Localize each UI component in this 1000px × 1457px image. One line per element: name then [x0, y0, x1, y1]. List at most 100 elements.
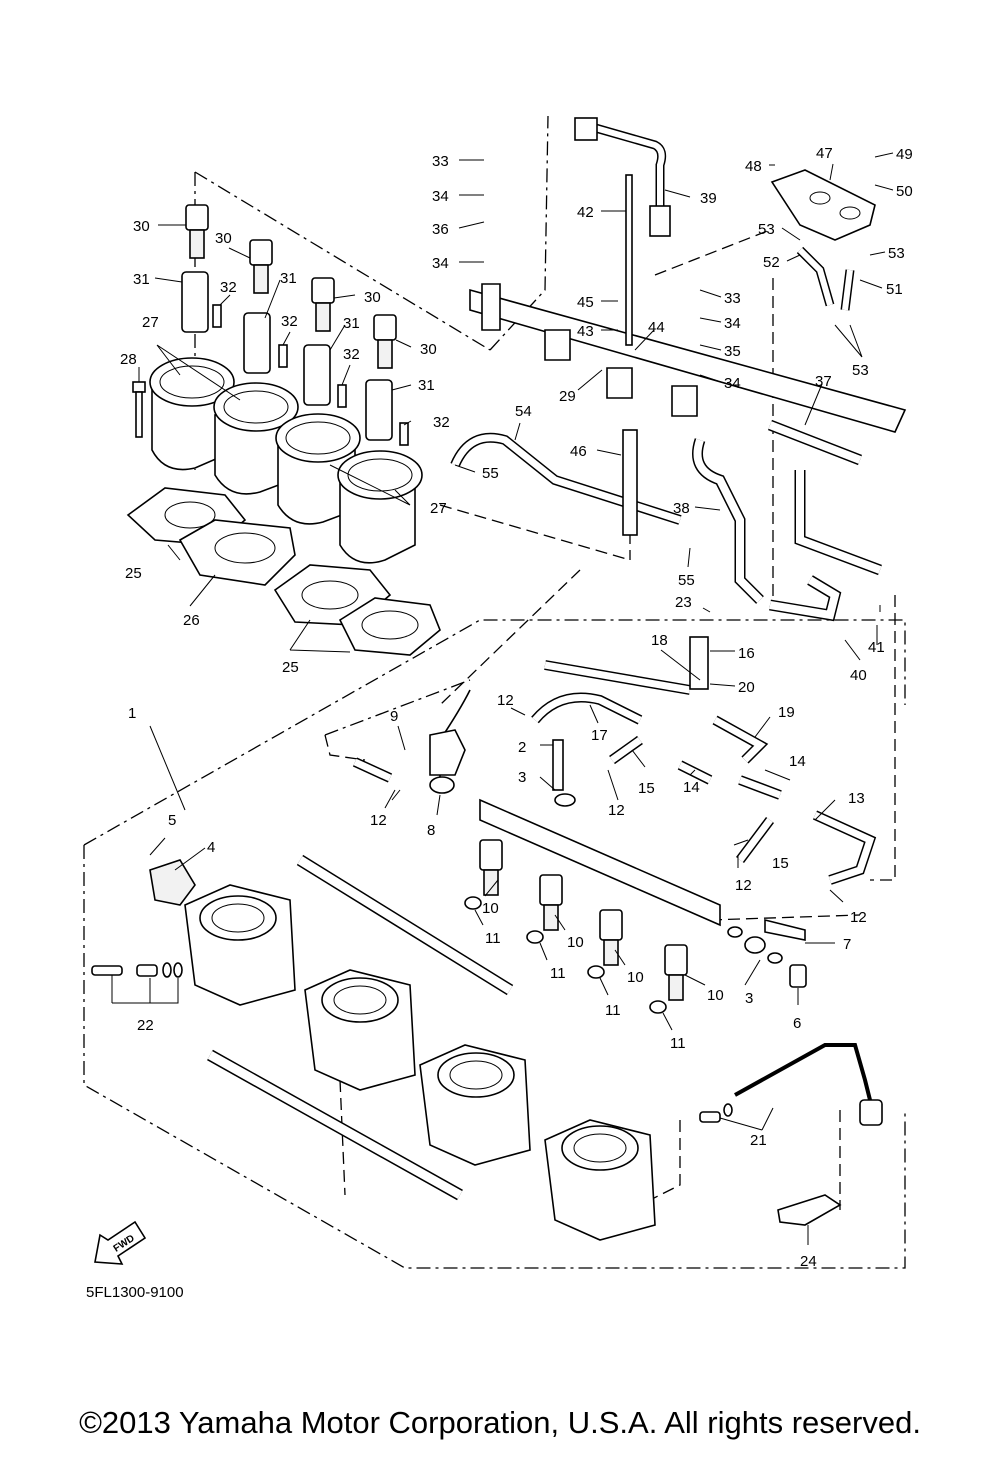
callout-10d: 10	[707, 987, 724, 1004]
screw-set-22	[91, 962, 183, 978]
callout-32a: 32	[220, 279, 237, 296]
callout-34b: 34	[432, 255, 449, 272]
callout-28: 28	[120, 351, 137, 368]
callout-31c: 31	[343, 315, 360, 332]
callout-55a: 55	[482, 465, 499, 482]
callout-40: 40	[850, 667, 867, 684]
callout-17: 17	[591, 727, 608, 744]
callout-49: 49	[896, 146, 913, 163]
callout-7: 7	[843, 936, 851, 953]
callout-46: 46	[570, 443, 587, 460]
callout-27b: 27	[430, 500, 447, 517]
callout-34d: 34	[724, 375, 741, 392]
callout-31b: 31	[280, 270, 297, 287]
callout-51: 51	[886, 281, 903, 298]
callout-29: 29	[559, 388, 576, 405]
callout-30b: 30	[215, 230, 232, 247]
callout-13: 13	[848, 790, 865, 807]
callout-34c: 34	[724, 315, 741, 332]
callout-30c: 30	[364, 289, 381, 306]
callout-18: 18	[651, 632, 668, 649]
callout-labels: 1 2 3 3 4 5 6 7 8 9 10 10 10 10 11 11 11…	[120, 145, 913, 1270]
callout-12a: 12	[497, 692, 514, 709]
callout-14a: 14	[683, 779, 700, 796]
callout-6: 6	[793, 1015, 801, 1032]
callout-26: 26	[183, 612, 200, 629]
callout-14b: 14	[789, 753, 806, 770]
callout-31a: 31	[133, 271, 150, 288]
callout-11b: 11	[550, 965, 566, 982]
throttle-bodies	[149, 854, 656, 1241]
intake-funnels	[149, 357, 423, 564]
callout-52: 52	[763, 254, 780, 271]
callout-44: 44	[648, 319, 665, 336]
callout-53a: 53	[758, 221, 775, 238]
callout-10c: 10	[627, 969, 644, 986]
callout-32d: 32	[433, 414, 450, 431]
callout-11a: 11	[485, 930, 501, 947]
copyright-notice: ©2013 Yamaha Motor Corporation, U.S.A. A…	[79, 1405, 921, 1440]
callout-30a: 30	[133, 218, 150, 235]
callout-43: 43	[577, 323, 594, 340]
callout-45: 45	[577, 294, 594, 311]
callout-12b: 12	[370, 812, 387, 829]
callout-32c: 32	[343, 346, 360, 363]
bracket-47	[770, 169, 876, 311]
callout-33a: 33	[432, 153, 449, 170]
callout-31d: 31	[418, 377, 435, 394]
upper-injectors	[181, 204, 409, 446]
callout-42: 42	[577, 204, 594, 221]
callout-50: 50	[896, 183, 913, 200]
callout-37: 37	[815, 373, 832, 390]
callout-24: 24	[800, 1253, 817, 1270]
callout-53c: 53	[852, 362, 869, 379]
bracket-24	[777, 1194, 842, 1226]
callout-55b: 55	[678, 572, 695, 589]
callout-3b: 3	[745, 990, 753, 1007]
callout-11d: 11	[670, 1035, 686, 1052]
callout-21: 21	[750, 1132, 767, 1149]
callout-5: 5	[168, 812, 176, 829]
callout-2: 2	[518, 739, 526, 756]
callout-3: 3	[518, 769, 526, 786]
callout-15a: 15	[638, 780, 655, 797]
callout-20: 20	[738, 679, 755, 696]
callout-47: 47	[816, 145, 833, 162]
callout-12e: 12	[850, 909, 867, 926]
callout-8: 8	[427, 822, 435, 839]
bolt-28	[132, 381, 146, 438]
callout-32b: 32	[281, 313, 298, 330]
parts-diagram: FWD 5FL1300-9100 1 2 3 3 4 5 6 7 8 9 10 …	[83, 115, 913, 1301]
cable-21	[699, 1043, 883, 1126]
callout-25b: 25	[282, 659, 299, 676]
callout-10b: 10	[567, 934, 584, 951]
callout-1: 1	[128, 705, 136, 722]
callout-9: 9	[390, 708, 398, 725]
fwd-arrow-icon: FWD	[94, 1220, 147, 1265]
callout-36: 36	[432, 221, 449, 238]
callout-54: 54	[515, 403, 532, 420]
callout-12c: 12	[608, 802, 625, 819]
callout-19: 19	[778, 704, 795, 721]
diagram-code: 5FL1300-9100	[86, 1284, 184, 1301]
callout-25a: 25	[125, 565, 142, 582]
fitting-6-7	[727, 918, 807, 988]
callout-16: 16	[738, 645, 755, 662]
callout-27a: 27	[142, 314, 159, 331]
lower-fuel-rail	[352, 636, 877, 927]
callout-12d: 12	[735, 877, 752, 894]
callout-33b: 33	[724, 290, 741, 307]
callout-35: 35	[724, 343, 741, 360]
intake-boots	[126, 487, 441, 656]
callout-38: 38	[673, 500, 690, 517]
callout-34a: 34	[432, 188, 449, 205]
callout-39: 39	[700, 190, 717, 207]
leader-lines	[111, 152, 894, 1245]
callout-10a: 10	[482, 900, 499, 917]
upper-fuel-rail	[469, 283, 907, 433]
callout-41: 41	[868, 639, 885, 656]
callout-4: 4	[207, 839, 215, 856]
callout-53b: 53	[888, 245, 905, 262]
hoses-upper	[450, 117, 882, 622]
callout-48: 48	[745, 158, 762, 175]
